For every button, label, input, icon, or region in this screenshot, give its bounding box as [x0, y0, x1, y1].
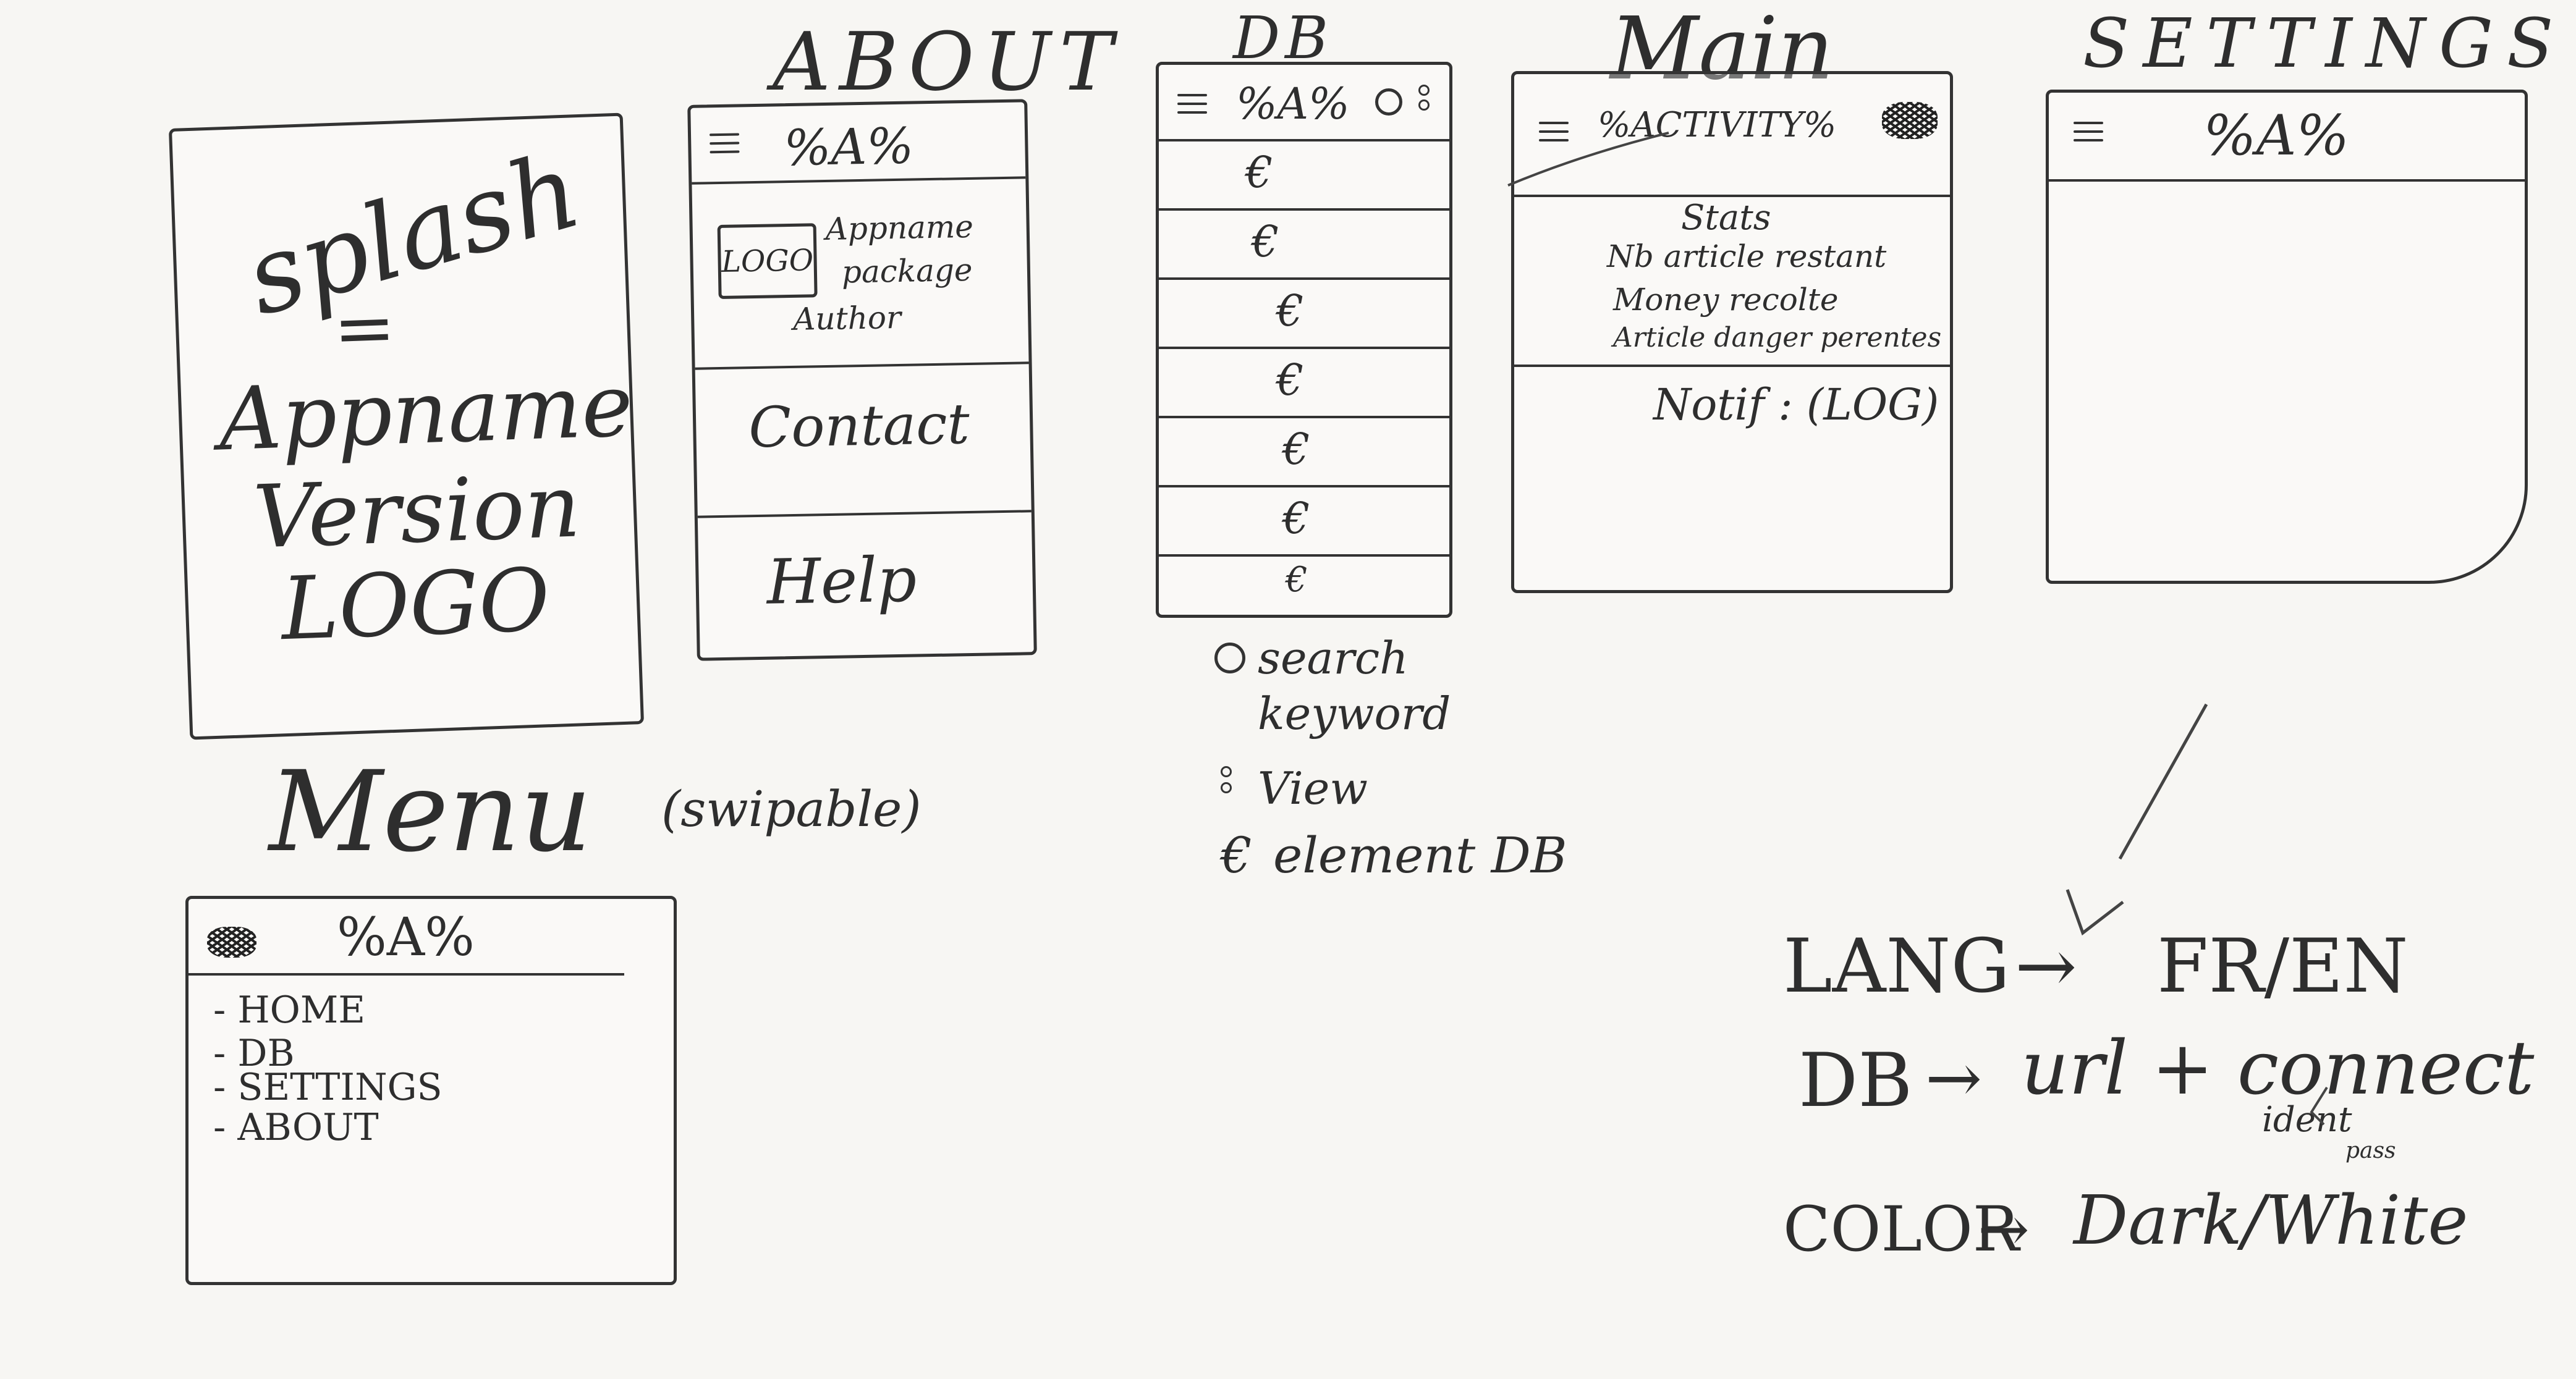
list-item[interactable]: €: [1159, 418, 1449, 487]
settings-title: SETTINGS: [2083, 4, 2567, 83]
db-element-icon: €: [1276, 355, 1304, 405]
db-legend-view: View: [1258, 762, 1368, 814]
avatar[interactable]: [1882, 102, 1938, 139]
settings-connect-ident: ident: [2262, 1100, 2352, 1140]
db-title: DB: [1233, 4, 1333, 72]
db-element-icon: €: [1245, 147, 1273, 198]
main-stats-title: Stats: [1681, 198, 1771, 238]
about-title: ABOUT: [773, 15, 1122, 109]
settings-color-arrow: →: [1978, 1193, 2030, 1265]
main-title: Main: [1610, 0, 1834, 99]
db-legend-element-icon: €: [1221, 827, 1252, 884]
settings-lang-label: LANG: [1783, 924, 2010, 1010]
settings-screen-frame: %A%: [2046, 90, 2528, 584]
main-stat-articles-left: Nb article restant: [1607, 238, 1887, 274]
kebab-menu-icon[interactable]: [1418, 85, 1430, 122]
menu-title: Menu: [269, 748, 592, 877]
main-header: %ACTIVITY%: [1598, 105, 1837, 145]
settings-arrowhead: [2065, 889, 2124, 936]
menu-header: %A%: [337, 907, 475, 968]
db-element-icon: €: [1286, 560, 1308, 600]
menu-icon[interactable]: [1177, 93, 1207, 115]
menu-screen-frame: %A% - HOME - DB - SETTINGS - ABOUT: [185, 896, 677, 1285]
menu-item-about[interactable]: - ABOUT: [213, 1106, 379, 1149]
settings-db-arrow: →: [1925, 1039, 1983, 1118]
settings-to-options-arrow: [2118, 703, 2208, 860]
settings-connect-pass: pass: [2345, 1138, 2396, 1163]
db-header: %A%: [1236, 78, 1350, 129]
connect-sub-arrow: [2310, 1086, 2328, 1126]
list-item[interactable]: €: [1159, 349, 1449, 418]
list-item[interactable]: €: [1159, 141, 1449, 211]
main-notif: Notif : (LOG): [1653, 379, 1939, 430]
main-stat-money: Money recolte: [1613, 282, 1839, 318]
menu-item-home[interactable]: - HOME: [213, 989, 366, 1032]
settings-header: %A%: [2203, 103, 2350, 168]
settings-lang-arrow: →: [2015, 924, 2077, 1010]
db-legend-search: search keyword: [1258, 632, 1451, 740]
search-icon: [1214, 643, 1245, 673]
db-screen-frame: %A% € € € € € € €: [1156, 62, 1452, 618]
settings-color-value: Dark/White: [2074, 1181, 2468, 1260]
list-item[interactable]: €: [1159, 487, 1449, 557]
menu-icon[interactable]: [2074, 120, 2103, 143]
list-item[interactable]: €: [1159, 211, 1449, 280]
main-stat-danger: Article danger perentes: [1613, 322, 1942, 353]
db-element-icon: €: [1276, 285, 1304, 336]
db-element-icon: €: [1282, 493, 1310, 544]
list-item[interactable]: €: [1159, 280, 1449, 349]
kebab-menu-icon: [1221, 766, 1232, 803]
avatar[interactable]: [207, 927, 256, 958]
settings-db-label: DB: [1799, 1038, 1913, 1124]
db-element-icon: €: [1282, 424, 1310, 474]
settings-color-label: COLOR: [1783, 1193, 2020, 1265]
menu-item-db[interactable]: - DB: [213, 1032, 295, 1075]
search-icon[interactable]: [1375, 88, 1402, 116]
settings-lang-value: FR/EN: [2157, 924, 2409, 1010]
menu-icon[interactable]: [1539, 120, 1569, 143]
list-item[interactable]: €: [1159, 557, 1449, 612]
menu-item-settings[interactable]: - SETTINGS: [213, 1066, 443, 1109]
db-legend-element: element DB: [1273, 827, 1567, 884]
db-element-icon: €: [1252, 216, 1279, 267]
menu-subtitle: (swipable): [661, 780, 922, 838]
settings-db-value: url + connect: [2021, 1026, 2535, 1111]
main-flourish-line: [1507, 132, 1669, 187]
